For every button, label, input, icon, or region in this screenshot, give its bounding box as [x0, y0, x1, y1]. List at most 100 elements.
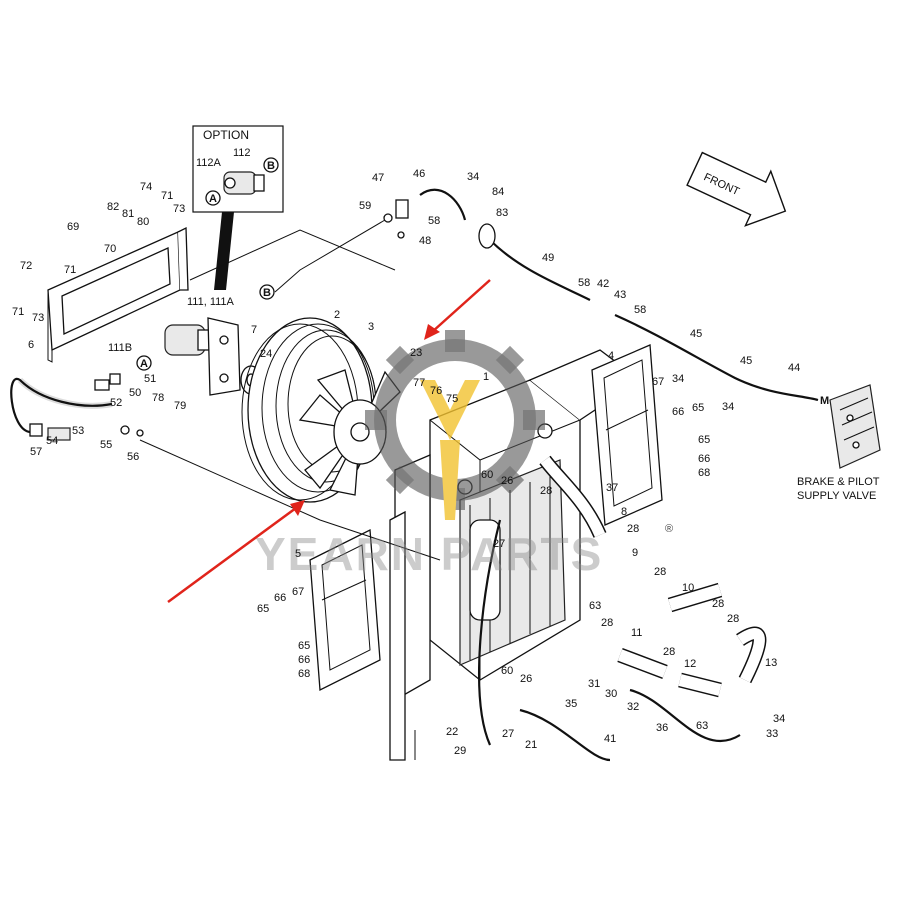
label-5: 5	[295, 548, 301, 560]
label-73-b: 73	[32, 312, 44, 324]
label-2: 2	[334, 309, 340, 321]
label-12: 12	[684, 658, 696, 670]
label-24: 24	[260, 348, 272, 360]
label-34-c: 34	[722, 401, 734, 413]
marker-a-label: A	[209, 193, 217, 205]
label-58-b: 58	[578, 277, 590, 289]
label-72: 72	[20, 260, 32, 272]
option-box: OPTION 112 112A B A	[192, 125, 284, 290]
label-65-c: 65	[257, 603, 269, 615]
label-1: 1	[483, 371, 489, 383]
label-26-b: 26	[520, 673, 532, 685]
marker-b-circle	[263, 157, 279, 173]
label-67-b: 67	[292, 586, 304, 598]
reference-lines	[139, 219, 441, 760]
label-3: 3	[368, 321, 374, 333]
coolant-tubes	[617, 582, 767, 698]
gear-logo	[365, 330, 545, 520]
marker-b-main: B	[263, 287, 271, 299]
front-arrow: FRONT	[686, 151, 787, 227]
right-stand	[591, 344, 663, 526]
watermark-text: YEARN PARTS	[255, 528, 603, 580]
marker-a-circle	[205, 190, 221, 206]
label-74: 74	[140, 181, 152, 193]
watermark-registered: ®	[665, 523, 673, 535]
label-49: 49	[542, 252, 554, 264]
label-58-c: 58	[634, 304, 646, 316]
label-28-c: 28	[654, 566, 666, 578]
label-111: 111, 111A	[187, 296, 235, 308]
label-78: 78	[152, 392, 164, 404]
label-80: 80	[137, 216, 149, 228]
label-77: 77	[413, 377, 425, 389]
label-71: 71	[161, 190, 173, 202]
label-28-d: 28	[712, 598, 724, 610]
label-28-f: 28	[601, 617, 613, 629]
fan-motor	[164, 317, 241, 396]
label-27-b: 27	[502, 728, 514, 740]
label-32: 32	[627, 701, 639, 713]
label-63: 63	[589, 600, 601, 612]
marker-b-label: B	[267, 160, 275, 172]
label-50: 50	[129, 387, 141, 399]
label-7: 7	[251, 324, 257, 336]
label-47: 47	[372, 172, 384, 184]
label-36: 36	[656, 722, 668, 734]
left-stand	[309, 528, 381, 692]
callout-markers: B A	[136, 284, 275, 371]
label-84: 84	[492, 186, 504, 198]
label-28-g: 28	[663, 646, 675, 658]
valve-marker: M	[820, 395, 829, 407]
label-34-b: 34	[672, 373, 684, 385]
label-60-b: 60	[501, 665, 513, 677]
label-63-b: 63	[696, 720, 708, 732]
label-70: 70	[104, 243, 116, 255]
label-11: 11	[631, 627, 642, 639]
label-71-b: 71	[64, 264, 76, 276]
valve-caption-line2: SUPPLY VALVE	[797, 490, 876, 502]
label-68: 68	[698, 467, 710, 479]
left-hose	[10, 377, 113, 434]
label-54: 54	[46, 435, 58, 447]
brake-pilot-valve: M BRAKE & PILOT SUPPLY VALVE	[797, 384, 881, 502]
label-45: 45	[690, 328, 702, 340]
label-79: 79	[174, 400, 186, 412]
label-21: 21	[525, 739, 537, 751]
label-53: 53	[72, 425, 84, 437]
label-27: 27	[493, 538, 505, 550]
label-65-d: 65	[298, 640, 310, 652]
option-label-112a: 112A	[196, 157, 222, 169]
label-68-b: 68	[298, 668, 310, 680]
option-label-112: 112	[233, 147, 251, 159]
label-75: 75	[446, 393, 458, 405]
label-65-b: 65	[698, 434, 710, 446]
option-pointer	[214, 212, 234, 290]
label-60: 60	[481, 469, 493, 481]
label-30: 30	[605, 688, 617, 700]
label-31: 31	[588, 678, 600, 690]
marker-a-main: A	[140, 358, 148, 370]
label-43: 43	[614, 289, 626, 301]
label-41: 41	[604, 733, 616, 745]
label-67: 67	[652, 376, 664, 388]
label-42: 42	[597, 278, 609, 290]
label-26: 26	[501, 475, 513, 487]
drain-line	[629, 688, 741, 743]
label-66-c: 66	[274, 592, 286, 604]
bracket-panel	[47, 226, 189, 363]
label-48: 48	[419, 235, 431, 247]
label-22: 22	[446, 726, 458, 738]
label-73: 73	[173, 203, 185, 215]
label-58: 58	[428, 215, 440, 227]
label-34-d: 34	[773, 713, 785, 725]
label-28: 28	[540, 485, 552, 497]
red-arrow-top	[431, 279, 491, 333]
label-44: 44	[788, 362, 800, 374]
left-fittings	[29, 373, 144, 441]
label-29: 29	[454, 745, 466, 757]
label-23: 23	[410, 347, 422, 359]
label-28-e: 28	[727, 613, 739, 625]
lower-hose	[519, 708, 611, 762]
label-55: 55	[100, 439, 112, 451]
